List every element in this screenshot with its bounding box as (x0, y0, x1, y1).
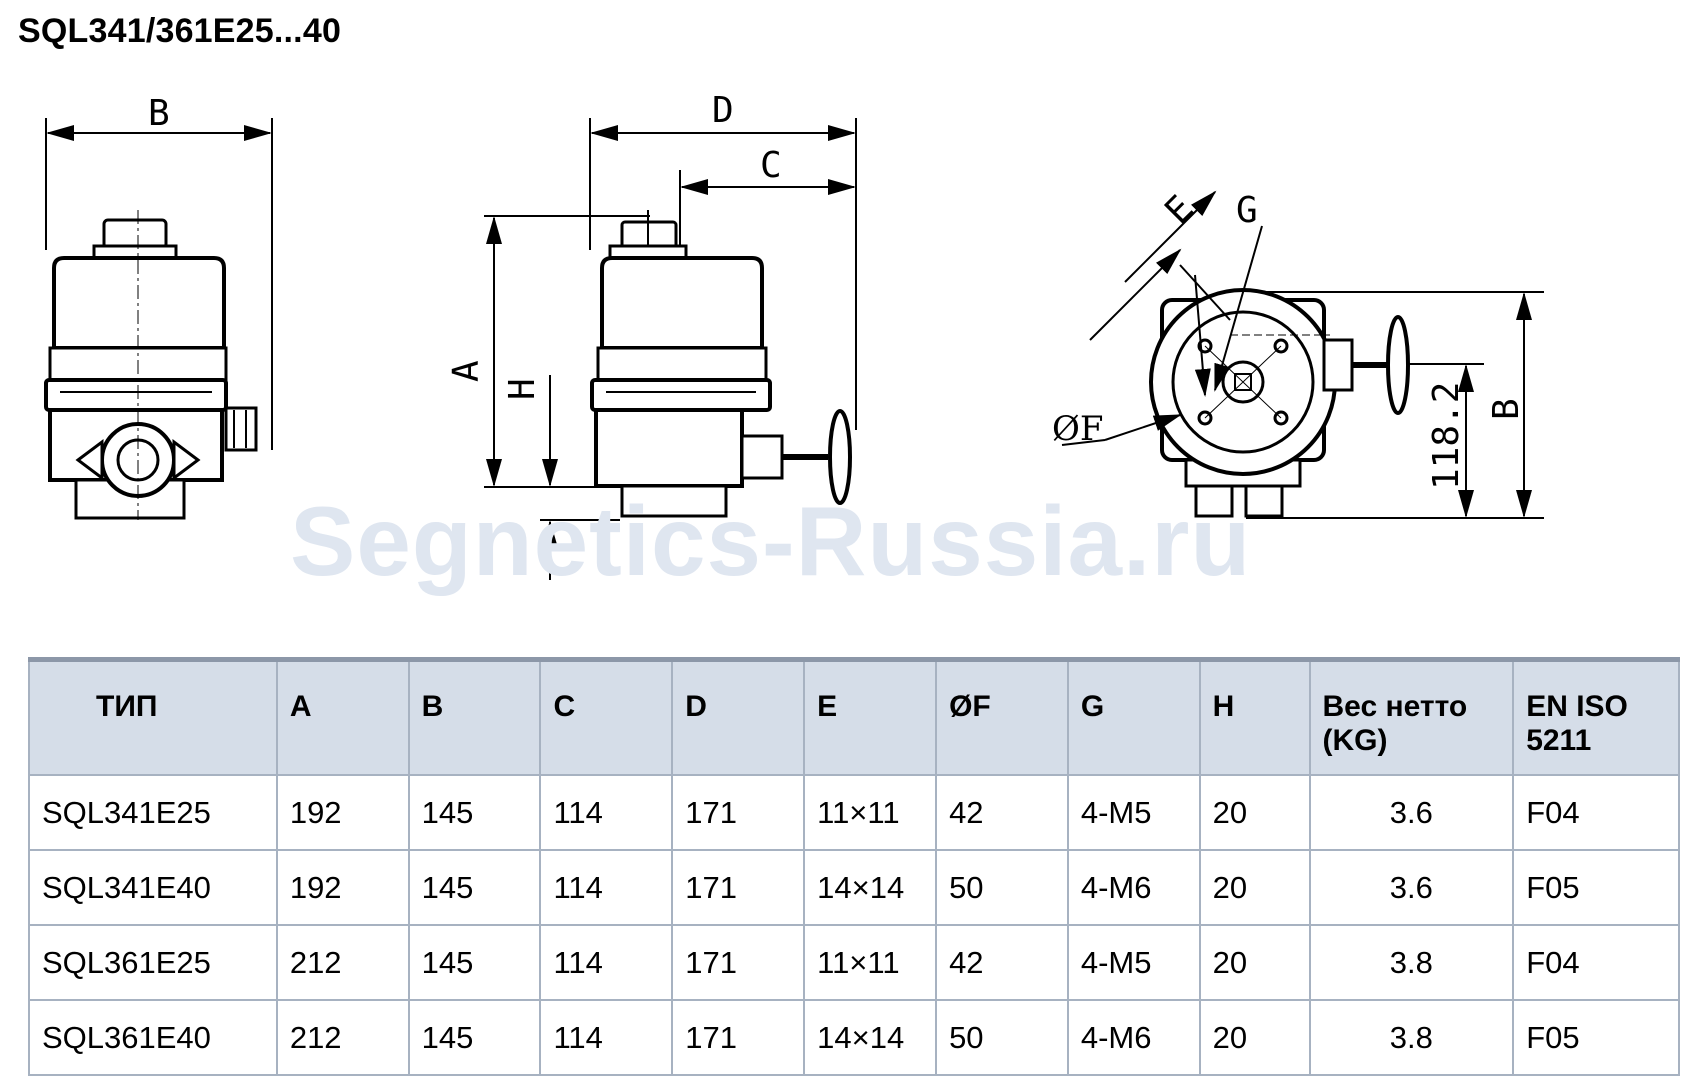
cell-weight: 3.8 (1308, 999, 1515, 1076)
cell-b: 145 (407, 924, 542, 1001)
cell-iso: F04 (1512, 924, 1680, 1001)
cell-a: 192 (275, 774, 410, 851)
cell-a: 192 (275, 849, 410, 926)
dimensions-table: ТИП A B C D E ØF G H Вес нетто (KG) EN I… (28, 657, 1680, 1076)
table-row: SQL341E40 192 145 114 171 14×14 50 4-M6 … (28, 849, 1680, 926)
cell-type: SQL361E25 (28, 924, 278, 1001)
header-c: C (539, 657, 674, 776)
cell-f: 42 (935, 774, 1069, 851)
dim-label-b-front: B (148, 93, 170, 134)
cell-b: 145 (407, 774, 542, 851)
cell-d: 171 (671, 999, 806, 1076)
header-e: E (803, 657, 938, 776)
cell-f: 50 (935, 999, 1069, 1076)
cell-e: 14×14 (803, 849, 938, 926)
cell-a: 212 (275, 999, 410, 1076)
top-view-drawing (1061, 190, 1544, 519)
cell-e: 14×14 (803, 999, 938, 1076)
header-weight: Вес нетто (KG) (1308, 657, 1515, 776)
front-view-drawing (44, 118, 273, 520)
cell-d: 171 (671, 924, 806, 1001)
dim-label-e: E (1157, 188, 1201, 232)
table-row: SQL341E25 192 145 114 171 11×11 42 4-M5 … (28, 774, 1680, 851)
cell-c: 114 (539, 849, 674, 926)
page-title: SQL341/361E25...40 (18, 12, 342, 50)
header-b: B (407, 657, 542, 776)
cell-type: SQL361E40 (28, 999, 278, 1076)
cell-b: 145 (407, 849, 542, 926)
cell-d: 171 (671, 849, 806, 926)
cell-f: 50 (935, 849, 1069, 926)
cell-g: 4-M5 (1066, 774, 1201, 851)
cell-d: 171 (671, 774, 806, 851)
cell-f: 42 (935, 924, 1069, 1001)
table-header-row: ТИП A B C D E ØF G H Вес нетто (KG) EN I… (28, 657, 1680, 776)
cell-weight: 3.6 (1308, 774, 1515, 851)
dim-label-118: 118.2 (1426, 382, 1467, 490)
cell-type: SQL341E40 (28, 849, 278, 926)
watermark: Segnetics-Russia.ru (290, 486, 1252, 596)
cell-e: 11×11 (803, 924, 938, 1001)
cell-iso: F04 (1512, 774, 1680, 851)
dim-label-f: ØF (1052, 409, 1103, 449)
header-type: ТИП (28, 657, 278, 776)
cell-type: SQL341E25 (28, 774, 278, 851)
cell-c: 114 (539, 999, 674, 1076)
dim-label-d: D (712, 90, 734, 131)
header-f: ØF (935, 657, 1069, 776)
cell-a: 212 (275, 924, 410, 1001)
cell-g: 4-M5 (1066, 924, 1201, 1001)
dim-label-g: G (1236, 190, 1258, 231)
dim-label-h: H (502, 378, 543, 400)
cell-iso: F05 (1512, 849, 1680, 926)
cell-iso: F05 (1512, 999, 1680, 1076)
header-d: D (671, 657, 806, 776)
header-a: A (275, 657, 410, 776)
cell-c: 114 (539, 924, 674, 1001)
cell-h: 20 (1198, 849, 1311, 926)
table-row: SQL361E25 212 145 114 171 11×11 42 4-M5 … (28, 924, 1680, 1001)
cell-h: 20 (1198, 924, 1311, 1001)
dim-label-a: A (446, 360, 487, 382)
cell-weight: 3.6 (1308, 849, 1515, 926)
cell-c: 114 (539, 774, 674, 851)
cell-g: 4-M6 (1066, 999, 1201, 1076)
cell-g: 4-M6 (1066, 849, 1201, 926)
cell-h: 20 (1198, 999, 1311, 1076)
header-h: H (1198, 657, 1311, 776)
dim-label-c: C (760, 145, 782, 186)
table-row: SQL361E40 212 145 114 171 14×14 50 4-M6 … (28, 999, 1680, 1076)
cell-b: 145 (407, 999, 542, 1076)
side-view-drawing (484, 118, 857, 580)
header-g: G (1066, 657, 1201, 776)
cell-weight: 3.8 (1308, 924, 1515, 1001)
cell-e: 11×11 (803, 774, 938, 851)
header-iso: EN ISO 5211 (1512, 657, 1680, 776)
cell-h: 20 (1198, 774, 1311, 851)
dimension-drawings: B D C A H E G ØF 118.2 B (44, 90, 1544, 580)
dim-label-b-side: B (1486, 398, 1527, 420)
